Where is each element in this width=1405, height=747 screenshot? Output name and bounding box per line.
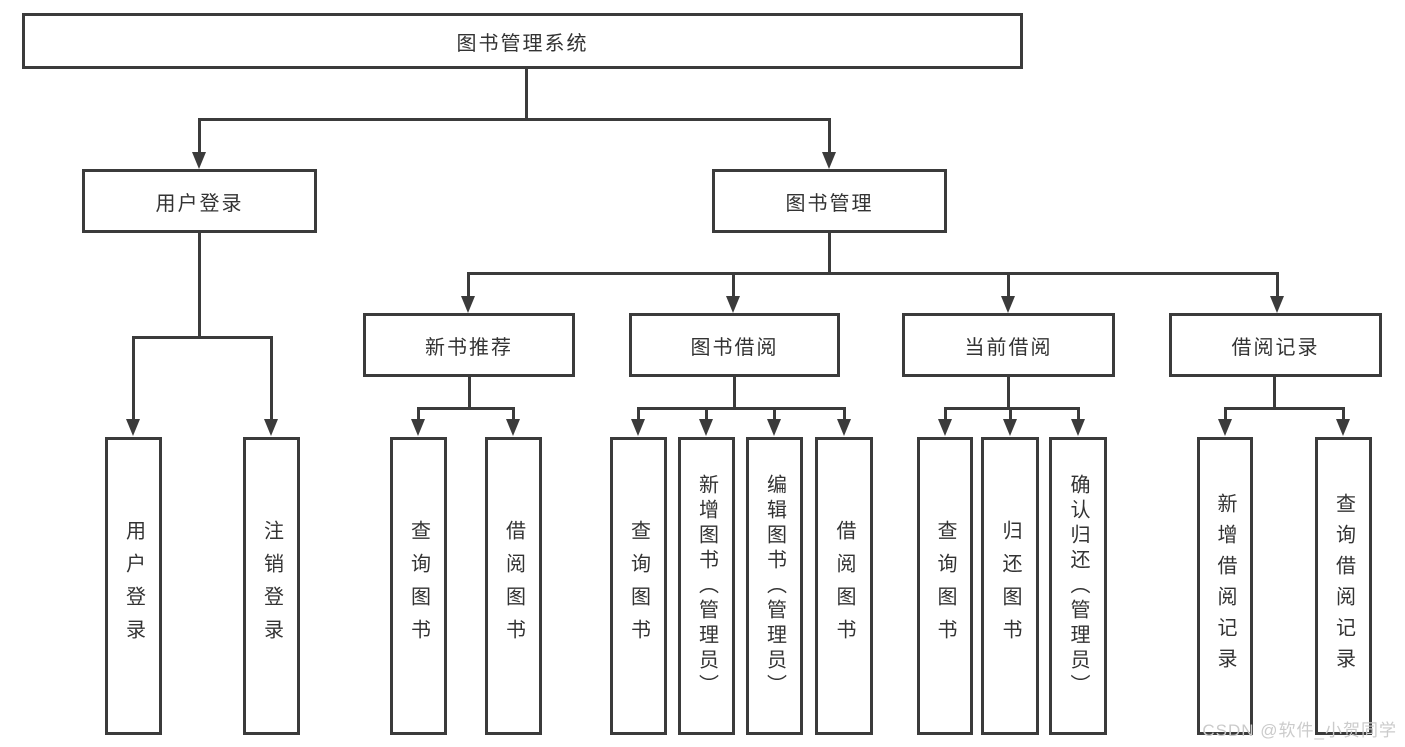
leaf-label: 查询图书 [934,520,956,652]
leaf-label: 查询借阅记录 [1332,493,1355,679]
connector-line [1076,407,1080,422]
connector-line [842,407,846,422]
connector-line [416,407,420,422]
leaf-query-borrow-record: 查询借阅记录 [1315,437,1372,735]
node-label: 图书管理系统 [456,32,589,55]
node-borrowing-records: 借阅记录 [1169,313,1382,377]
node-label: 当前借阅 [964,336,1053,359]
connector-line [1272,377,1276,410]
leaf-return-book: 归还图书 [981,437,1039,735]
connector-line [132,336,272,339]
node-new-book-recommendation: 新书推荐 [363,313,575,377]
connector-line [636,407,640,422]
arrow-head [461,296,475,313]
leaf-label: 归还图书 [999,520,1021,652]
connector-line [1341,407,1345,422]
node-user-login: 用户登录 [82,169,317,233]
node-label: 借阅记录 [1231,336,1320,359]
leaf-label: 借阅图书 [502,520,525,652]
connector-line [511,407,515,422]
node-root-library-system: 图书管理系统 [22,13,1023,69]
connector-line [466,272,470,300]
arrow-head [264,419,278,436]
arrow-head [631,419,645,436]
leaf-label: 借阅图书 [833,520,855,652]
leaf-label: 编辑图书（管理员） [763,473,786,699]
leaf-add-book-admin: 新增图书（管理员） [678,437,735,735]
connector-line [131,336,135,422]
connector-line [637,407,845,410]
watermark: CSDN @软件_小贺同学 [1202,721,1397,740]
connector-line [467,377,471,410]
leaf-user-login: 用户登录 [105,437,162,735]
arrow-head [1001,296,1015,313]
node-label: 图书管理 [785,192,874,215]
arrow-head [411,419,425,436]
connector-line [1006,377,1010,410]
leaf-borrow-books: 借阅图书 [815,437,873,735]
connector-line [731,272,735,300]
leaf-edit-book-admin: 编辑图书（管理员） [746,437,803,735]
node-book-management: 图书管理 [712,169,947,233]
leaf-confirm-return-admin: 确认归还（管理员） [1049,437,1107,735]
arrow-head [837,419,851,436]
leaf-query-books-current: 查询图书 [917,437,973,735]
leaf-logout: 注销登录 [243,437,300,735]
leaf-label: 查询图书 [627,520,650,652]
arrow-head [1071,419,1085,436]
arrow-head [126,419,140,436]
leaf-label: 注销登录 [260,520,283,652]
arrow-head [767,419,781,436]
leaf-label: 用户登录 [122,520,145,652]
node-label: 新书推荐 [425,336,513,359]
connector-line [269,336,273,422]
leaf-label: 新增借阅记录 [1214,493,1236,679]
connector-line [732,377,736,410]
leaf-add-borrow-record: 新增借阅记录 [1197,437,1253,735]
connector-line [417,407,514,410]
connector-line [827,233,831,275]
arrow-head [726,296,740,313]
connector-line [197,233,201,339]
arrow-head [1270,296,1284,313]
connector-line [943,407,947,422]
connector-line [772,407,776,422]
arrow-head [938,419,952,436]
node-current-borrowing: 当前借阅 [902,313,1115,377]
arrow-head [192,152,206,169]
connector-line [1275,272,1279,300]
node-label: 图书借阅 [690,336,779,359]
connector-line [197,118,201,156]
leaf-query-books-borrow: 查询图书 [610,437,667,735]
connector-line [524,69,528,121]
arrow-head [822,152,836,169]
node-book-borrowing: 图书借阅 [629,313,840,377]
arrow-head [1003,419,1017,436]
leaf-label: 新增图书（管理员） [695,473,718,699]
node-label: 用户登录 [155,192,244,215]
leaf-query-books-recommend: 查询图书 [390,437,447,735]
connector-line [1223,407,1227,422]
arrow-head [699,419,713,436]
connector-line [1224,407,1344,410]
arrow-head [1336,419,1350,436]
connector-line [704,407,708,422]
connector-line [467,272,1278,275]
connector-line [944,407,1079,410]
connector-line [1006,272,1010,300]
leaf-borrow-books-recommend: 借阅图书 [485,437,542,735]
arrow-head [506,419,520,436]
connector-line [1008,407,1012,422]
connector-line [198,118,830,121]
connector-line [827,118,831,156]
leaf-label: 查询图书 [407,520,430,652]
leaf-label: 确认归还（管理员） [1067,473,1089,699]
arrow-head [1218,419,1232,436]
